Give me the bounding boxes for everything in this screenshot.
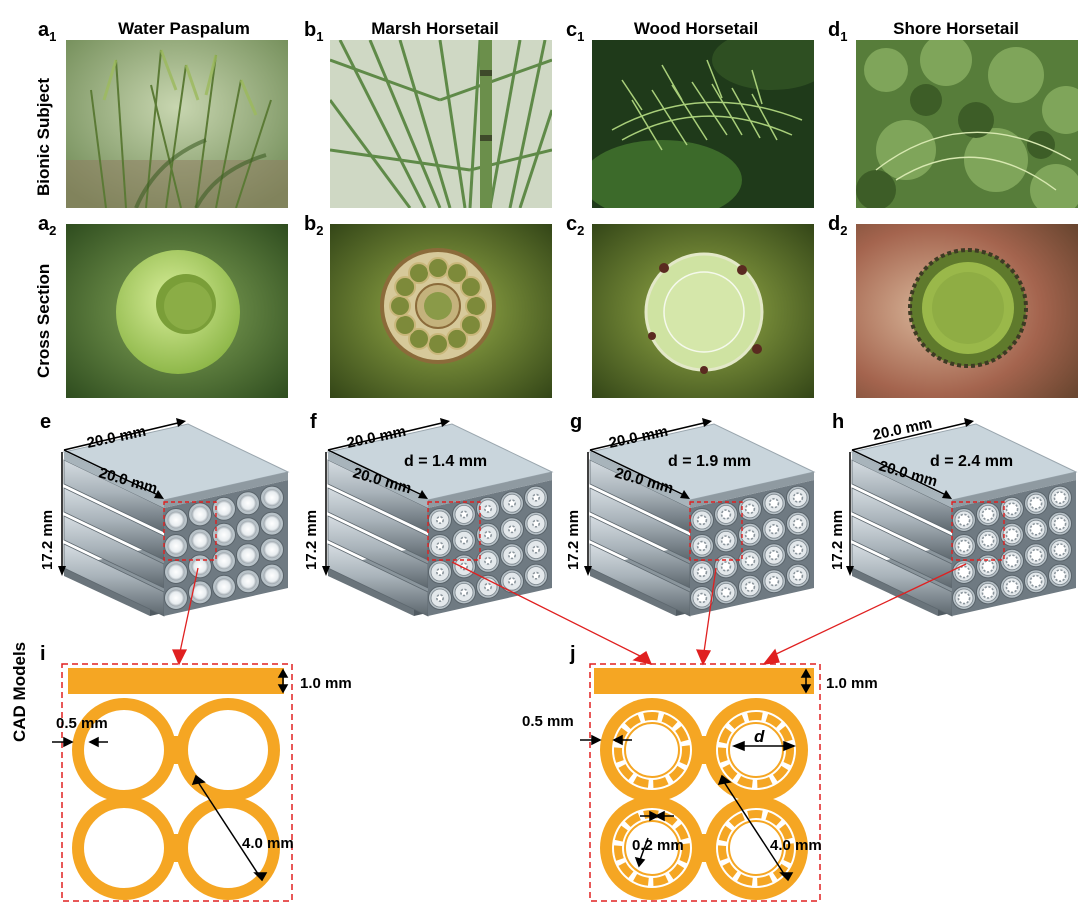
dim-wall-i: 0.5 mm (56, 715, 108, 732)
dim-height-h: 17.2 mm (829, 510, 846, 570)
detail-j: 1.0 mm 0.5 mm d 0.2 mm 4.0 mm (522, 663, 878, 902)
panel-label-c2: c2 (566, 213, 585, 238)
panel-label-f: f (310, 411, 317, 433)
dim-wall-j: 0.5 mm (522, 713, 574, 730)
panel-label-i: i (40, 643, 46, 665)
panel-label-b1: b1 (304, 19, 324, 44)
dim-height-e: 17.2 mm (39, 510, 56, 570)
dim-plate-i: 1.0 mm (300, 675, 352, 692)
panel-label-h: h (832, 411, 845, 433)
panel-label-e: e (40, 411, 52, 433)
dim-d-j: d (754, 727, 765, 746)
cad-block-f (322, 418, 554, 617)
panel-label-c1: c1 (566, 19, 585, 44)
dim-plate-j: 1.0 mm (826, 675, 878, 692)
d-value-g: d = 1.9 mm (668, 453, 751, 470)
photo-marsh-horsetail (330, 40, 552, 208)
panel-label-g: g (570, 411, 583, 433)
dim-diameter-j: 4.0 mm (770, 837, 822, 854)
cad-block-e (58, 418, 290, 617)
photo-shore-horsetail (856, 40, 1078, 208)
cad-block-h (846, 418, 1078, 617)
cross-section-marsh-horsetail (330, 224, 552, 398)
photo-wood-horsetail (592, 40, 814, 208)
detail-i: 1.0 mm 0.5 mm 4.0 mm (52, 663, 352, 902)
dim-height-f: 17.2 mm (303, 510, 320, 570)
panel-label-d2: d2 (828, 213, 848, 238)
dim-height-g: 17.2 mm (565, 510, 582, 570)
connector-arrows (172, 561, 967, 666)
dim-inner-j: 0.2 mm (632, 837, 684, 854)
cross-section-water-paspalum (66, 224, 288, 398)
title-shore-horsetail: Shore Horsetail (893, 19, 1019, 38)
title-water-paspalum: Water Paspalum (118, 19, 250, 38)
d-value-h: d = 2.4 mm (930, 453, 1013, 470)
panel-label-a1: a1 (38, 19, 57, 44)
d-value-f: d = 1.4 mm (404, 453, 487, 470)
cross-section-shore-horsetail (856, 224, 1078, 398)
panel-label-d1: d1 (828, 19, 848, 44)
title-marsh-horsetail: Marsh Horsetail (371, 19, 499, 38)
panel-label-a2: a2 (38, 213, 57, 238)
title-wood-horsetail: Wood Horsetail (633, 19, 759, 38)
panel-label-b2: b2 (304, 213, 324, 238)
panel-label-j: j (570, 643, 576, 665)
photo-water-paspalum (66, 40, 288, 208)
cross-section-wood-horsetail (592, 224, 814, 398)
dim-diameter-i: 4.0 mm (242, 835, 294, 852)
